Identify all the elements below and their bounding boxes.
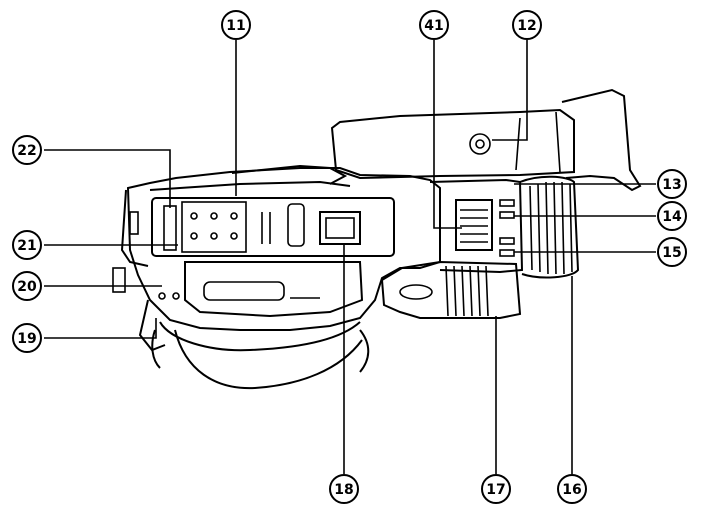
camcorder-body [112,164,441,390]
callout-label-41: 41 [424,18,443,34]
callout-label-13: 13 [662,177,681,193]
callout-label-21: 21 [17,238,36,254]
callout-11: 11 [221,10,251,40]
callout-19: 19 [12,323,42,353]
callout-label-18: 18 [334,482,353,498]
callout-label-11: 11 [226,18,245,34]
callout-22: 22 [12,135,42,165]
callout-15: 15 [657,237,687,267]
microphone [380,260,522,319]
callout-label-14: 14 [662,209,682,225]
lens-barrel [429,175,580,279]
callout-label-19: 19 [17,331,36,347]
callout-label-12: 12 [517,18,536,34]
callout-41: 41 [419,10,449,40]
callout-20: 20 [12,271,42,301]
callout-13: 13 [657,169,687,199]
callout-14: 14 [657,201,687,231]
callout-label-22: 22 [17,143,36,159]
callout-label-20: 20 [17,279,37,295]
callout-label-17: 17 [486,482,505,498]
callout-18: 18 [329,474,359,504]
callouts: 11 41 12 22 13 14 21 15 [12,10,687,504]
callout-label-16: 16 [562,482,581,498]
callout-label-15: 15 [662,245,681,261]
viewfinder [330,88,642,192]
callout-16: 16 [557,474,587,504]
callout-21: 21 [12,230,42,260]
leader-lines [44,40,656,474]
callout-12: 12 [512,10,542,40]
callout-17: 17 [481,474,511,504]
